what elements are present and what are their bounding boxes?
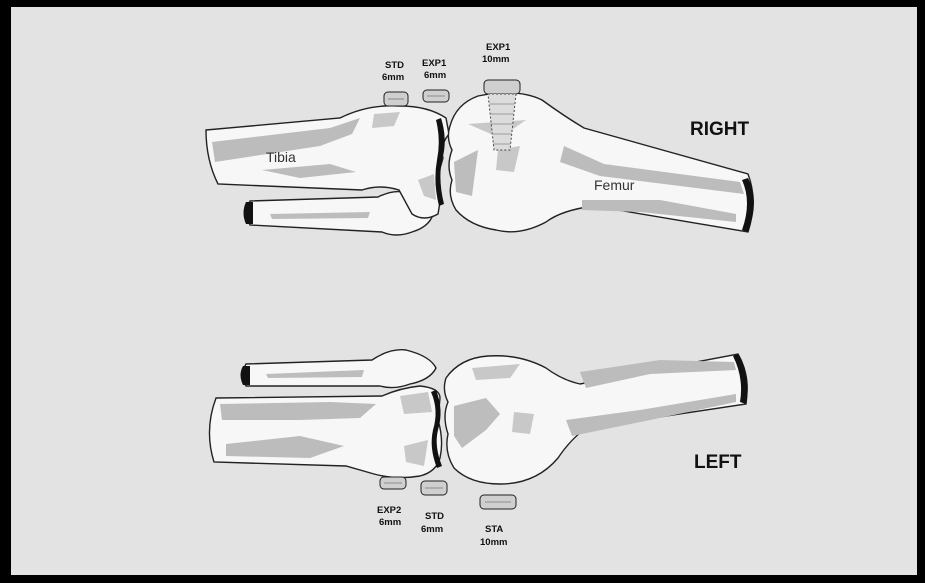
left-side-label: LEFT	[694, 452, 742, 473]
right-implant-std	[384, 92, 408, 106]
implant-label-line1: EXP1	[422, 58, 447, 69]
implant-label-line2: 6mm	[421, 524, 443, 535]
left-implant-exp2	[380, 477, 406, 489]
right-side-label: RIGHT	[690, 119, 750, 140]
femur-label: Femur	[594, 177, 635, 193]
implant-label-line1: EXP1	[486, 42, 511, 53]
implant-label-line1: STD	[385, 60, 404, 71]
implant-label-line2: 6mm	[382, 72, 404, 83]
implant-label-line2: 10mm	[482, 54, 509, 65]
implant-label-line1: STD	[425, 511, 444, 522]
implant-label-line2: 10mm	[480, 537, 507, 548]
left-knee	[209, 350, 747, 509]
left-fibula	[241, 350, 437, 388]
implant-label-line2: 6mm	[424, 70, 446, 81]
implant-label-line1: EXP2	[377, 505, 401, 516]
tibia-label: Tibia	[266, 149, 296, 165]
implant-label-line2: 6mm	[379, 517, 401, 528]
right-femur	[448, 80, 754, 232]
left-implant-std	[421, 481, 447, 495]
left-tibia	[209, 386, 442, 478]
implant-label-line1: STA	[485, 524, 503, 535]
right-implant-exp1-6mm	[423, 90, 449, 102]
left-implant-sta	[480, 495, 516, 509]
